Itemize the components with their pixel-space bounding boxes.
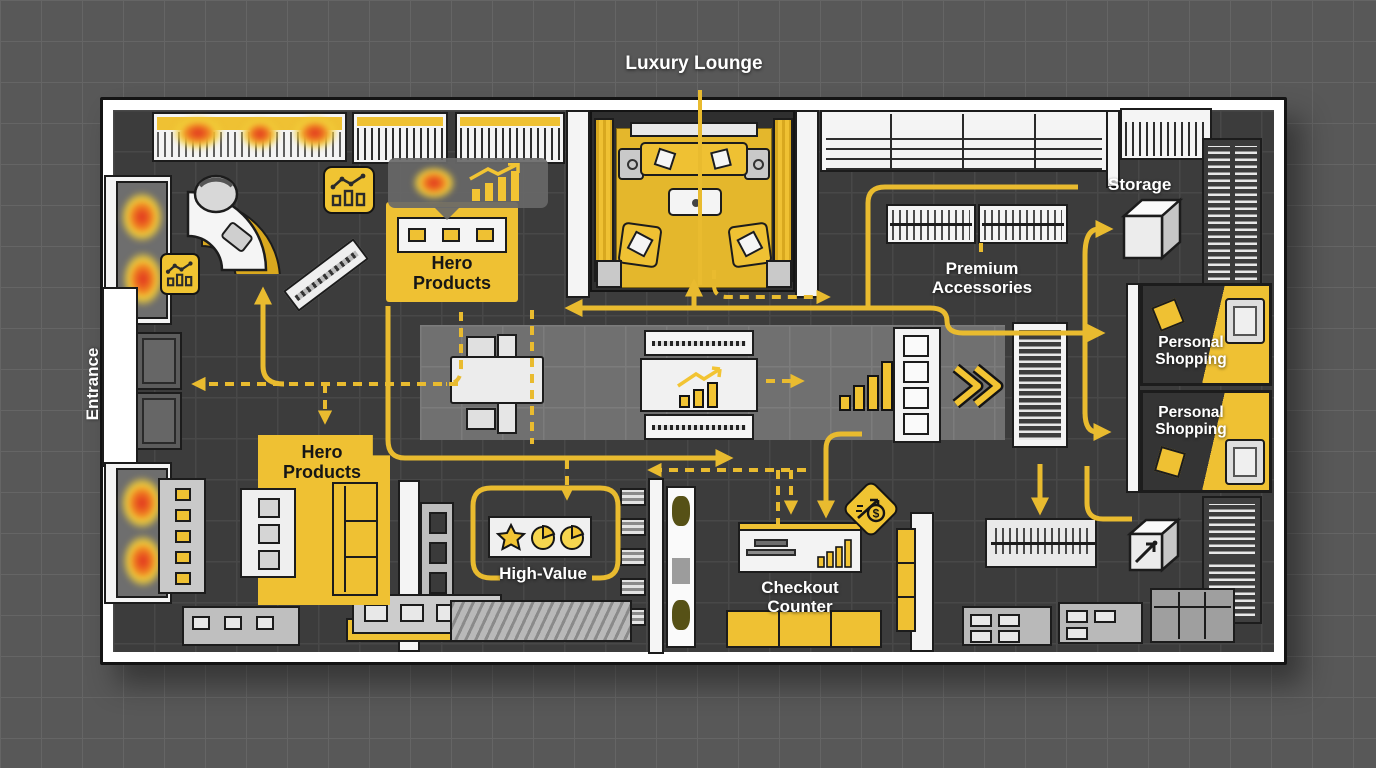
lounge-curtain-right bbox=[773, 118, 793, 282]
folded-stack bbox=[620, 488, 646, 506]
lounge-curtain-left bbox=[594, 118, 614, 282]
ottoman bbox=[1153, 445, 1187, 479]
rising-bars-icon bbox=[469, 163, 520, 201]
hero-products-bottom-label: Hero Products bbox=[282, 442, 361, 482]
wall-left-of-personal-shopping bbox=[1126, 283, 1140, 493]
register-icon-base bbox=[746, 549, 796, 556]
folded-stack bbox=[620, 518, 646, 536]
luxury-lounge-room bbox=[590, 110, 795, 292]
lounge-chair bbox=[1225, 298, 1265, 344]
personal-shopping-a-label: Personal Shopping bbox=[1155, 334, 1227, 369]
analytics-badge-left bbox=[160, 253, 200, 295]
personal-shopping-room-a bbox=[1140, 283, 1272, 386]
analytics-badge-top bbox=[323, 166, 375, 214]
storage-label: Storage bbox=[1108, 175, 1172, 194]
hero-bottom-stand bbox=[240, 488, 296, 578]
lounge-sofa bbox=[640, 142, 748, 176]
dollar-sign: $ bbox=[873, 507, 880, 521]
aisle-chair-bottom bbox=[466, 408, 496, 430]
product-table bbox=[182, 606, 300, 646]
divider-wall bbox=[648, 478, 664, 654]
lounge-speaker-bottom-right bbox=[766, 260, 792, 288]
garment-rack-top-2 bbox=[455, 112, 565, 164]
checkout-counter-desk bbox=[738, 529, 862, 573]
center-display-chart-icon bbox=[677, 366, 722, 408]
garment-rack-far-right bbox=[1120, 108, 1212, 160]
aisle-chair-top bbox=[466, 336, 496, 358]
hero-products-top-label: Hero Products bbox=[412, 253, 491, 293]
lounge-speaker-bottom-left bbox=[596, 260, 622, 288]
high-value-display-case bbox=[488, 516, 592, 558]
curved-reception-counter bbox=[186, 174, 281, 274]
lounge-coffee-table bbox=[668, 188, 722, 216]
lounge-ceiling-beam bbox=[630, 122, 758, 137]
revenue-badge: $ bbox=[841, 479, 901, 539]
aisle-shelf-column bbox=[893, 327, 941, 443]
premium-accessories-rack-2 bbox=[978, 204, 1068, 244]
checkout-counter-label: Checkout Counter bbox=[761, 578, 839, 617]
entrance-glass-pane-lower bbox=[136, 392, 182, 450]
star-and-pie-icons bbox=[495, 522, 585, 551]
checkout-bench bbox=[726, 610, 882, 648]
wall-shelving-top-right bbox=[820, 110, 1108, 172]
storage-crate bbox=[1150, 588, 1235, 643]
lounge-speaker-left bbox=[618, 148, 644, 180]
aisle-rack-right bbox=[1012, 322, 1068, 448]
ottoman bbox=[1151, 298, 1185, 332]
hanging-rack-bottom-right bbox=[985, 518, 1097, 568]
center-display-bottom-slat bbox=[644, 414, 754, 440]
window-shelf-top-left bbox=[152, 112, 347, 162]
product-rack bbox=[1058, 602, 1143, 644]
entrance-label: Entrance bbox=[83, 347, 102, 421]
center-display-unit bbox=[640, 358, 758, 412]
folded-stack bbox=[620, 578, 646, 596]
display-tower-left-wall bbox=[158, 478, 206, 594]
center-display-top-slat bbox=[644, 330, 754, 356]
storage-box-icon bbox=[1120, 197, 1184, 261]
slatted-counter bbox=[450, 600, 632, 642]
register-icon bbox=[754, 539, 788, 547]
personal-shopping-room-b bbox=[1140, 390, 1272, 493]
cabinet-mid-left bbox=[420, 502, 454, 602]
product-rack bbox=[962, 606, 1052, 646]
folded-stack bbox=[620, 548, 646, 566]
entrance-door-frame bbox=[102, 287, 138, 467]
wall-right-of-lounge bbox=[795, 110, 819, 298]
aisle-table bbox=[450, 356, 544, 404]
hotspot-tooltip bbox=[388, 158, 548, 220]
entrance-glass-pane-upper bbox=[136, 332, 182, 390]
hero-bottom-shelf bbox=[332, 482, 378, 596]
heatmap-blob-icon bbox=[412, 166, 456, 200]
personal-shopping-b-label: Personal Shopping bbox=[1155, 404, 1227, 439]
premium-accessories-label: Premium Accessories bbox=[931, 259, 1033, 298]
high-value-label: High-Value bbox=[499, 564, 587, 583]
garment-rack-top-1 bbox=[352, 112, 448, 164]
luxury-lounge-label: Luxury Lounge bbox=[625, 53, 763, 74]
wall-left-of-lounge bbox=[566, 110, 590, 298]
transfer-box-icon bbox=[1126, 517, 1182, 573]
lounge-armchair-left bbox=[617, 221, 663, 269]
lounge-chair bbox=[1225, 439, 1265, 485]
yellow-shelf-checkout-right bbox=[896, 528, 916, 632]
hero-products-display-shelf bbox=[397, 217, 507, 253]
checkout-mini-bars-icon bbox=[817, 539, 852, 568]
divider-display-panel bbox=[666, 486, 696, 648]
premium-accessories-rack-1 bbox=[886, 204, 976, 244]
